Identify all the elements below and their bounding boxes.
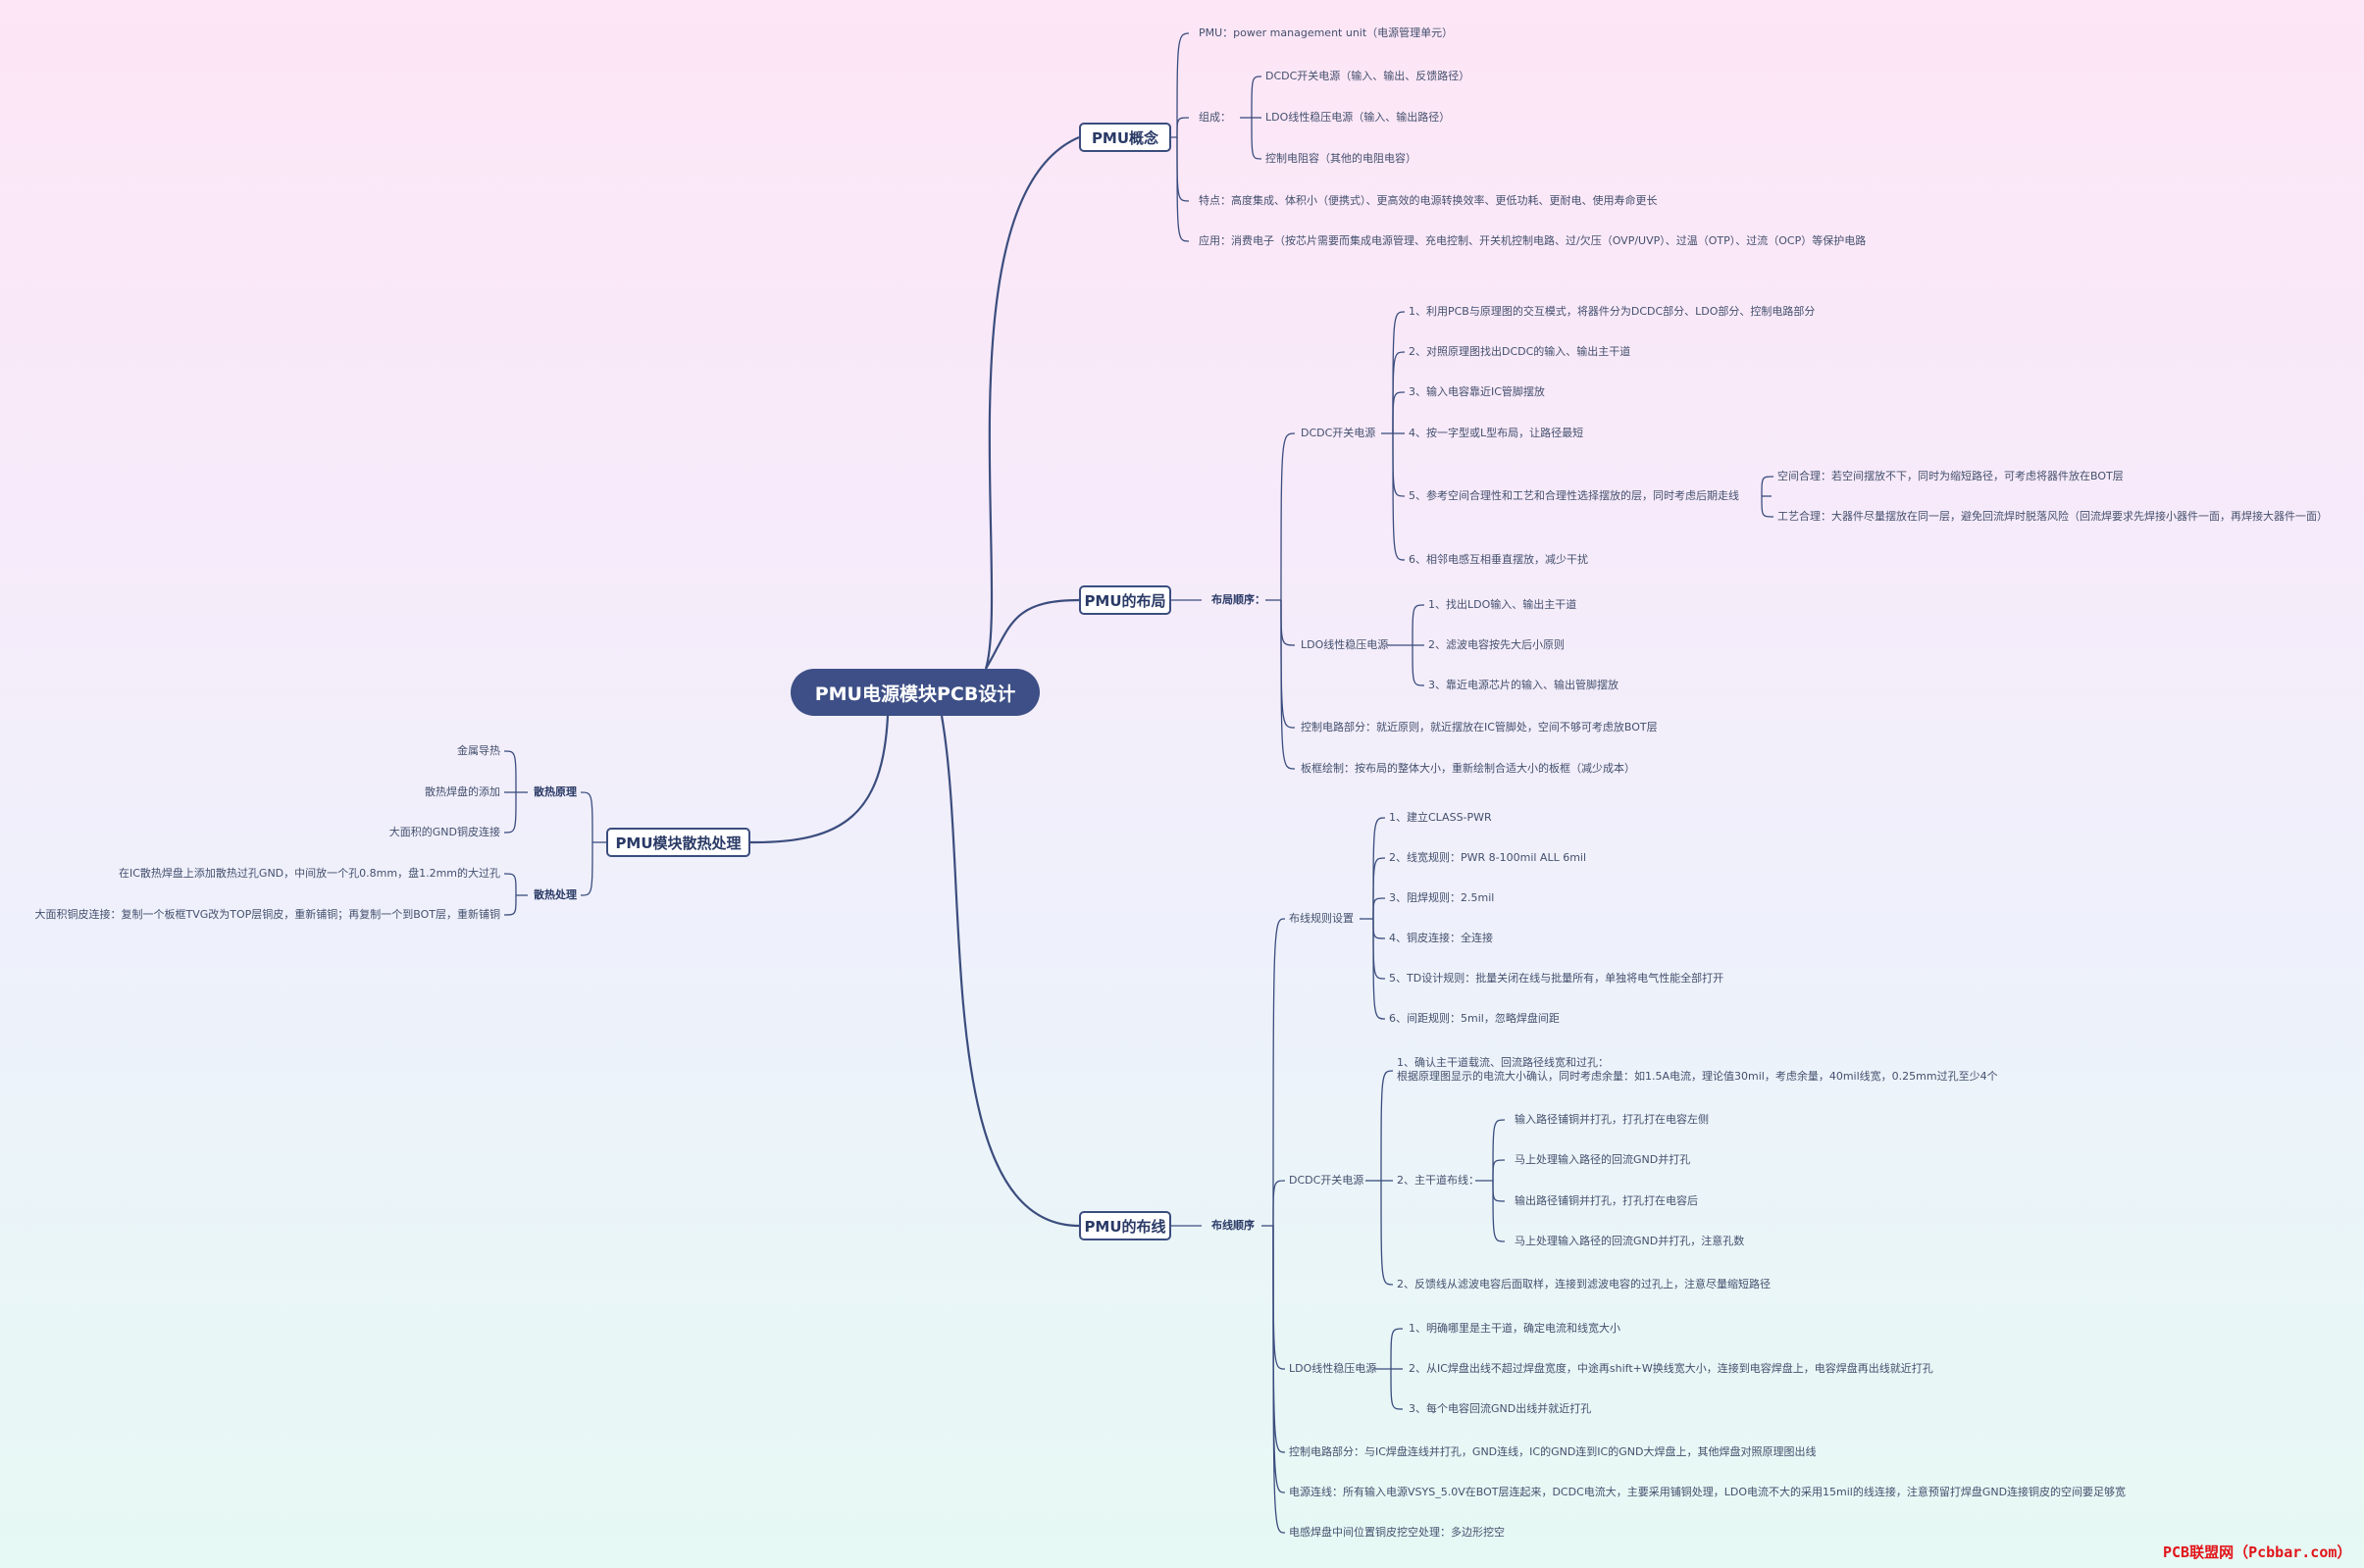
pmu-definition: PMU：power management unit（电源管理单元）	[1199, 26, 1454, 39]
watermark: PCB联盟网（Pcbbar.com）	[2163, 1543, 2352, 1561]
routing-rules-label: 布线规则设置	[1289, 912, 1354, 925]
routing-power-text: 电源连线：所有输入电源VSYS_5.0V在BOT层连起来，DCDC电流大，主要采…	[1289, 1486, 2127, 1498]
heat-principle-item: 大面积的GND铜皮连接	[388, 826, 500, 838]
routing-ldo-step: 2、从IC焊盘出线不超过焊盘宽度，中途再shift+W换线宽大小，连接到电容焊盘…	[1409, 1362, 1933, 1375]
routing-dcdc-step1-detail: 根据原理图显示的电流大小确认，同时考虑余量：如1.5A电流，理论值30mil，考…	[1397, 1070, 1998, 1083]
process-rationale: 工艺合理：大器件尽量摆放在同一层，避免回流焊时脱落风险（回流焊要求先焊接小器件一…	[1777, 510, 2328, 523]
routing-dcdc-step2-item: 马上处理输入路径的回流GND并打孔	[1515, 1153, 1691, 1166]
routing-rule: 6、间距规则：5mil，忽略焊盘间距	[1389, 1012, 1560, 1025]
layout-dcdc-label: DCDC开关电源	[1301, 427, 1376, 439]
routing-rule: 5、TD设计规则：批量关闭在线与批量所有，单独将电气性能全部打开	[1389, 972, 1724, 985]
routing-dcdc-feedback: 2、反馈线从滤波电容后面取样，连接到滤波电容的过孔上，注意尽量缩短路径	[1397, 1278, 1771, 1290]
layout-dcdc-step: 2、对照原理图找出DCDC的输入、输出主干道	[1409, 345, 1631, 358]
routing-dcdc-step2-item: 输出路径铺铜并打孔，打孔打在电容后	[1515, 1194, 1698, 1207]
routing-control-text: 控制电路部分：与IC焊盘连线并打孔，GND连线，IC的GND连到IC的GND大焊…	[1289, 1445, 1817, 1458]
routing-rule: 3、阻焊规则：2.5mil	[1389, 891, 1495, 904]
routing-order-label: 布线顺序	[1211, 1219, 1255, 1232]
layout-dcdc-step: 1、利用PCB与原理图的交互模式，将器件分为DCDC部分、LDO部分、控制电路部…	[1409, 305, 1816, 318]
layout-ldo-label: LDO线性稳压电源	[1301, 638, 1389, 651]
layout-ldo-step: 2、滤波电容按先大后小原则	[1428, 638, 1565, 651]
heat-process-item: 大面积铜皮连接：复制一个板框TVG改为TOP层铜皮，重新铺铜；再复制一个到BOT…	[34, 908, 500, 921]
routing-dcdc-step2-item: 输入路径铺铜并打孔，打孔打在电容左侧	[1515, 1113, 1709, 1126]
branch-pmu-concept[interactable]: PMU概念	[1079, 123, 1171, 152]
routing-rule: 1、建立CLASS-PWR	[1389, 811, 1492, 824]
layout-dcdc-step: 3、输入电容靠近IC管脚摆放	[1409, 385, 1545, 398]
heat-process-label: 散热处理	[534, 888, 577, 901]
layout-order-label: 布局顺序：	[1211, 593, 1265, 606]
routing-dcdc-step2-item: 马上处理输入路径的回流GND并打孔，注意孔数	[1515, 1235, 1745, 1247]
applications-text: 应用：消费电子（按芯片需要而集成电源管理、充电控制、开关机控制电路、过/欠压（O…	[1199, 234, 1867, 247]
routing-ldo-step: 3、每个电容回流GND出线并就近打孔	[1409, 1402, 1592, 1415]
layout-ldo-step: 3、靠近电源芯片的输入、输出管脚摆放	[1428, 679, 1619, 691]
space-rationale: 空间合理：若空间摆放不下，同时为缩短路径，可考虑将器件放在BOT层	[1777, 470, 2124, 482]
routing-dcdc-label: DCDC开关电源	[1289, 1174, 1364, 1187]
branch-pmu-heat[interactable]: PMU模块散热处理	[606, 828, 750, 857]
composition-item: 控制电阻容（其他的电阻电容）	[1265, 152, 1416, 165]
routing-dcdc-step1-title: 1、确认主干道载流、回流路径线宽和过孔：	[1397, 1056, 1609, 1069]
root-topic[interactable]: PMU电源模块PCB设计	[791, 669, 1040, 716]
composition-item: LDO线性稳压电源（输入、输出路径）	[1265, 111, 1451, 124]
routing-inductor-text: 电感焊盘中间位置铜皮挖空处理：多边形挖空	[1289, 1526, 1505, 1539]
heat-principle-label: 散热原理	[534, 785, 577, 798]
routing-rule: 4、铜皮连接：全连接	[1389, 932, 1493, 944]
routing-ldo-label: LDO线性稳压电源	[1289, 1362, 1377, 1375]
heat-principle-item: 金属导热	[457, 744, 500, 757]
composition-item: DCDC开关电源（输入、输出、反馈路径）	[1265, 70, 1470, 82]
branch-pmu-routing[interactable]: PMU的布线	[1079, 1211, 1171, 1240]
layout-control-text: 控制电路部分：就近原则，就近摆放在IC管脚处，空间不够可考虑放BOT层	[1301, 721, 1658, 733]
features-text: 特点：高度集成、体积小（便携式）、更高效的电源转换效率、更低功耗、更耐电、使用寿…	[1199, 194, 1658, 207]
layout-ldo-step: 1、找出LDO输入、输出主干道	[1428, 598, 1577, 611]
layout-dcdc-step: 6、相邻电感互相垂直摆放，减少干扰	[1409, 553, 1588, 566]
layout-board-text: 板框绘制：按布局的整体大小，重新绘制合适大小的板框（减少成本）	[1301, 762, 1635, 775]
layout-dcdc-step: 4、按一字型或L型布局，让路径最短	[1409, 427, 1584, 439]
layout-dcdc-step: 5、参考空间合理性和工艺和合理性选择摆放的层，同时考虑后期走线	[1409, 489, 1739, 502]
heat-process-item: 在IC散热焊盘上添加散热过孔GND，中间放一个孔0.8mm，盘1.2mm的大过孔	[119, 867, 500, 880]
routing-rule: 2、线宽规则：PWR 8-100mil ALL 6mil	[1389, 851, 1587, 864]
branch-pmu-layout[interactable]: PMU的布局	[1079, 585, 1171, 615]
heat-principle-item: 散热焊盘的添加	[425, 785, 500, 798]
routing-dcdc-step2-label: 2、主干道布线：	[1397, 1174, 1479, 1187]
routing-ldo-step: 1、明确哪里是主干道，确定电流和线宽大小	[1409, 1322, 1620, 1335]
composition-label: 组成：	[1199, 111, 1231, 124]
